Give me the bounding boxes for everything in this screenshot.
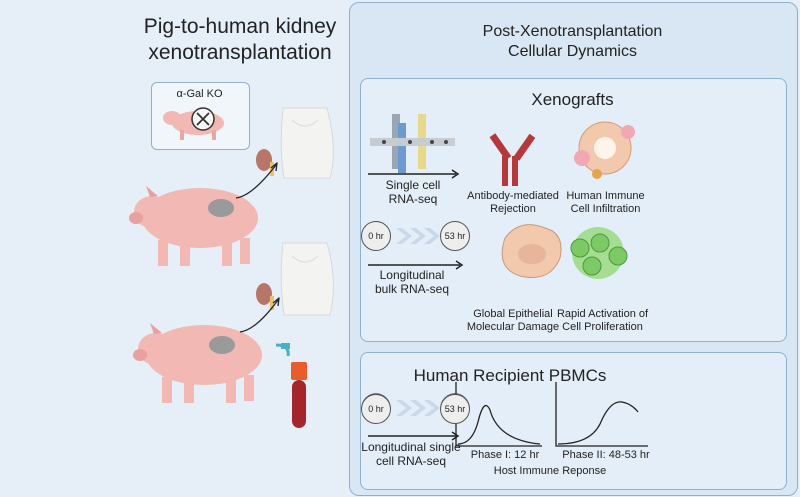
agal-ko-label: α-Gal KO: [176, 88, 223, 100]
right-title-line2: Cellular Dynamics: [508, 43, 637, 60]
longitudinal-arrow: [368, 260, 464, 270]
antibody-icon: [489, 133, 536, 186]
knockout-x-icon: [191, 107, 215, 131]
pbmc-chevrons-icon: [396, 400, 440, 416]
proliferation-label: Rapid Activation of Cell Proliferation: [545, 308, 660, 334]
infiltration-label-line2: Cell Infiltration: [570, 203, 641, 215]
proliferation-label-line1: Rapid Activation of: [556, 308, 649, 320]
xeno-chevrons-icon: [396, 228, 440, 244]
single-cell-label-line2: RNA-seq: [388, 192, 438, 206]
left-illustration: [129, 107, 334, 428]
human-torso-lower-icon: [280, 242, 334, 316]
damage-label: Global Epithelial Molecular Damage: [458, 308, 568, 334]
left-title: Pig-to-human kidney xenotransplantation: [120, 14, 360, 66]
infiltration-label: Human Immune Cell Infiltration: [553, 190, 658, 216]
infiltration-label-line1: Human Immune: [566, 190, 645, 202]
xenografts-title: Xenografts: [531, 90, 614, 109]
xeno-time-end: 53 hr: [440, 221, 470, 251]
single-cell-arrow: [368, 169, 460, 179]
antibody-label-line1: Antibody-mediated: [467, 190, 559, 202]
phase1-label: Phase I: 12 hr: [470, 449, 540, 461]
pig-lower-icon: [133, 323, 262, 403]
pbmc-panel: [360, 352, 787, 490]
human-torso-upper-icon: [280, 107, 334, 179]
kidney-lower-icon: [256, 283, 272, 305]
pig-upper-icon: [129, 186, 258, 266]
kidney-upper-icon: [256, 149, 272, 171]
xeno-time-start: 0 hr: [361, 221, 391, 251]
right-title: Post-Xenotransplantation Cellular Dynami…: [349, 22, 796, 62]
right-title-line1: Post-Xenotransplantation: [482, 23, 663, 40]
longitudinal-bulk-label: Longitudinal bulk RNA-seq: [362, 268, 462, 296]
antibody-label: Antibody-mediated Rejection: [458, 190, 568, 216]
longitudinal-bulk-line1: Longitudinal: [379, 268, 445, 282]
pbmc-longitudinal-label: Longitudinal single cell RNA-seq: [356, 440, 466, 468]
transplant-arrow-lower: [239, 297, 280, 333]
pbmc-time-start: 0 hr: [361, 394, 391, 424]
single-cell-label-line1: Single cell: [385, 178, 441, 192]
single-cell-label: Single cell RNA-seq: [368, 178, 458, 206]
sequencing-chip-icon: [370, 114, 455, 173]
pbmc-longitudinal-line1: Longitudinal single: [361, 440, 461, 454]
host-immune-label: Host Immune Reponse: [493, 465, 607, 477]
pbmc-title: Human Recipient PBMCs: [413, 366, 607, 385]
cell-proliferation-icon: [570, 227, 628, 279]
damage-label-line2: Molecular Damage: [466, 321, 560, 333]
phase2-label: Phase II: 48-53 hr: [562, 449, 650, 461]
longitudinal-bulk-line2: bulk RNA-seq: [374, 282, 450, 296]
proliferation-label-line2: Cell Proliferation: [562, 321, 643, 333]
left-title-line2: xenotransplantation: [148, 41, 332, 64]
epithelial-damage-icon: [501, 224, 562, 278]
left-title-line1: Pig-to-human kidney: [143, 15, 337, 38]
transplant-arrow-upper: [235, 162, 278, 199]
xenografts-panel: [360, 78, 787, 342]
pbmc-longitudinal-arrow: [368, 431, 460, 441]
immune-infiltration-icon: [574, 121, 635, 179]
damage-label-line1: Global Epithelial: [473, 308, 553, 320]
antibody-label-line2: Rejection: [490, 203, 536, 215]
blood-tube-icon: [275, 343, 307, 428]
pbmc-longitudinal-line2: cell RNA-seq: [375, 454, 447, 468]
phase2-curve: [555, 382, 648, 447]
pbmc-time-end: 53 hr: [440, 394, 470, 424]
